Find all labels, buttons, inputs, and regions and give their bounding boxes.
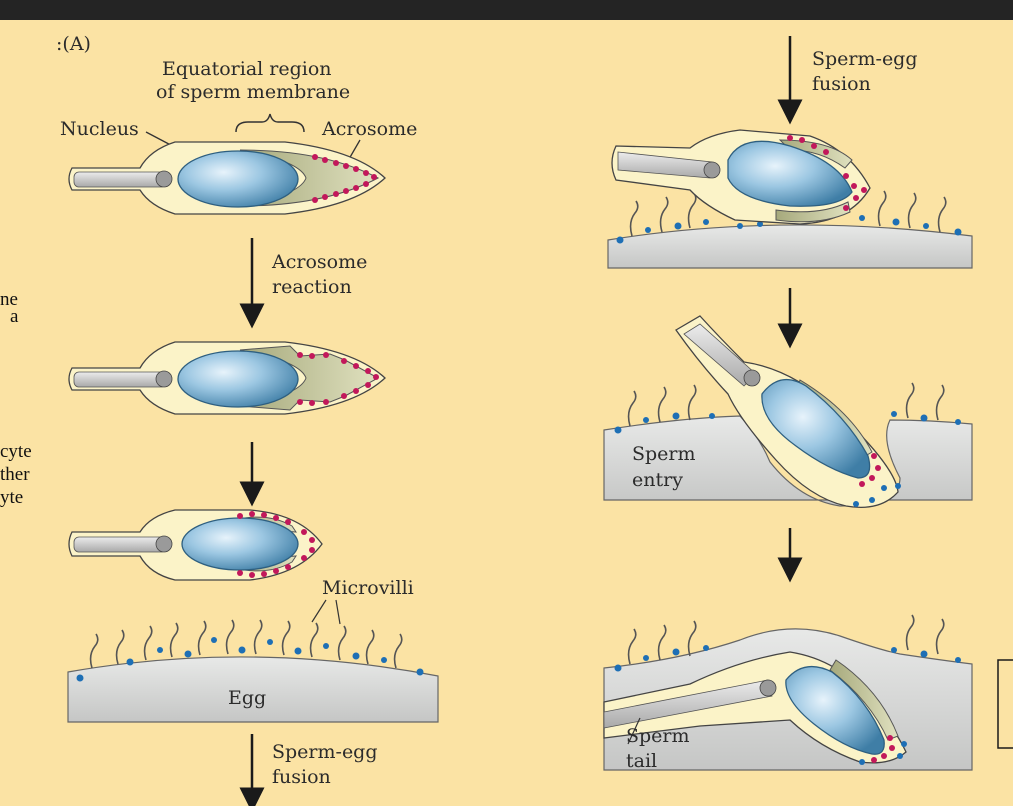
sperm-acrosome-released	[68, 509, 323, 581]
sperm-tail-pointer	[627, 717, 641, 745]
nucleus	[177, 350, 299, 408]
microvilli	[629, 190, 947, 237]
panel-label: :(A)	[56, 33, 91, 55]
acrosome-reaction-label-2: reaction	[272, 276, 352, 298]
sperm-tail	[73, 371, 167, 388]
side-text-line: ther	[0, 464, 30, 485]
fusion-label: Sperm-egg	[272, 741, 378, 763]
acrosome-fragment-bottom	[775, 201, 851, 223]
fusion-label-2: fusion	[272, 766, 331, 788]
sperm-tail-label: Sperm	[626, 725, 690, 747]
equatorial-brace	[235, 113, 305, 133]
equatorial-region-label-2: of sperm membrane	[156, 81, 350, 103]
membrane-dots	[871, 735, 895, 763]
acrosome-reaction-label: Acrosome	[271, 251, 367, 273]
microvilli	[627, 382, 945, 427]
window-top-bar	[0, 0, 1013, 20]
egg-label: Egg	[228, 687, 266, 709]
microvilli-dots	[614, 411, 961, 434]
microvilli-pointer-2	[335, 599, 341, 625]
sperm-acrosome-reaction	[68, 341, 386, 415]
membrane-dots	[859, 453, 881, 487]
sperm-entry-stage: Sperm entry	[603, 315, 973, 509]
sperm-internalized-stage: Sperm tail	[603, 614, 973, 772]
nucleus	[181, 517, 299, 571]
fusion-label-right: Sperm-egg	[812, 48, 918, 70]
side-text-line: cyte	[0, 441, 32, 462]
microvilli-pointer	[311, 599, 327, 623]
cropped-side-text: ne a cyte ther yte	[0, 289, 32, 508]
microvilli	[627, 614, 945, 665]
side-text-line: ne	[0, 289, 18, 310]
nucleus-label: Nucleus	[60, 118, 139, 140]
membrane-dots	[312, 154, 377, 203]
sperm-tail	[73, 171, 167, 188]
centriole	[155, 535, 173, 553]
side-text-line: a	[10, 306, 19, 327]
equatorial-region-label: Equatorial region	[162, 58, 332, 80]
nucleus	[177, 150, 299, 208]
centriole	[743, 369, 761, 387]
nucleus	[727, 140, 853, 207]
membrane-dots	[787, 135, 867, 211]
membrane-blue-dots	[853, 483, 901, 507]
egg	[607, 224, 973, 269]
nucleus	[785, 665, 885, 755]
microvilli	[89, 619, 403, 669]
nucleus	[761, 378, 871, 479]
cropped-box-fragment	[997, 659, 1013, 749]
egg-surface-left: Egg	[67, 619, 439, 723]
egg	[67, 656, 439, 723]
sperm-entry-label-2: entry	[632, 469, 683, 491]
sperm-tail-label-2: tail	[626, 750, 657, 772]
microvilli-dots	[614, 645, 961, 672]
fusion-label-right-2: fusion	[812, 73, 871, 95]
microvilli-label: Microvilli	[322, 577, 414, 599]
sperm-egg-fusion-stage	[607, 129, 973, 269]
microvilli-dots	[616, 215, 962, 244]
microvilli-dots	[76, 637, 424, 682]
centriole	[703, 161, 721, 179]
sperm-entry-label: Sperm	[632, 443, 696, 465]
centriole	[155, 370, 173, 388]
egg	[603, 415, 973, 507]
sperm-tail	[73, 536, 167, 553]
membrane-dots	[297, 352, 379, 406]
side-text-line: yte	[0, 487, 23, 508]
membrane-blue-dots	[859, 741, 907, 765]
centriole	[155, 170, 173, 188]
acrosome-label: Acrosome	[321, 118, 417, 140]
sperm-intact: Equatorial region of sperm membrane Nucl…	[60, 58, 417, 215]
membrane-dots	[237, 511, 315, 578]
centriole	[759, 679, 777, 697]
sperm-tail	[603, 679, 773, 729]
